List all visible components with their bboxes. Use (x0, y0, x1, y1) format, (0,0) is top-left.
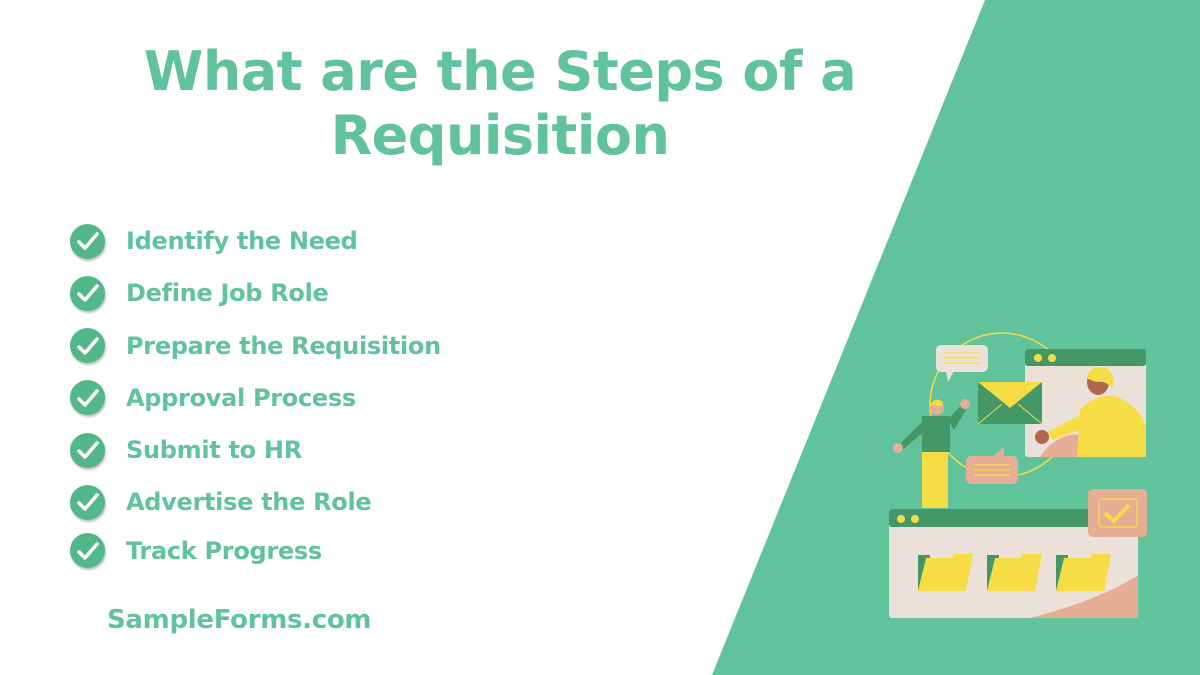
video-call-window (1025, 349, 1146, 457)
title-line-1: What are the Steps of a (143, 40, 857, 103)
person-figure (893, 399, 970, 508)
check-circle-icon (70, 533, 105, 569)
list-item: Advertise the Role (70, 482, 441, 522)
folder-icon (1056, 554, 1111, 591)
steps-list: Identify the Need Define Job Role Prepar… (70, 221, 441, 583)
list-item: Prepare the Requisition (70, 326, 441, 366)
page-title: What are the Steps of a Requisition (60, 40, 940, 168)
file-browser-window (889, 509, 1138, 618)
folder-icon (987, 554, 1042, 591)
check-circle-icon (70, 275, 105, 311)
speech-bubble-icon (936, 345, 988, 382)
speech-bubble-icon (966, 447, 1018, 484)
step-label: Approval Process (126, 383, 356, 412)
check-circle-icon (70, 223, 105, 259)
list-item: Approval Process (70, 378, 441, 418)
list-item: Submit to HR (70, 430, 441, 470)
check-circle-icon (70, 484, 105, 520)
step-label: Identify the Need (126, 227, 358, 255)
step-label: Submit to HR (126, 436, 302, 465)
step-label: Define Job Role (126, 279, 329, 308)
checkbox-badge-icon (1088, 489, 1147, 537)
list-item: Identify the Need (70, 221, 441, 261)
brand-logo-text: SampleForms.com (107, 605, 372, 635)
communication-illustration (889, 332, 1147, 618)
check-circle-icon (70, 432, 105, 468)
step-label: Track Progress (126, 536, 322, 565)
check-circle-icon (70, 380, 105, 416)
step-label: Advertise the Role (126, 488, 372, 517)
check-circle-icon (70, 328, 105, 364)
list-item: Track Progress (70, 531, 441, 571)
title-line-2: Requisition (330, 104, 670, 167)
list-item: Define Job Role (70, 273, 441, 313)
envelope-icon (977, 382, 1043, 425)
folder-icon (918, 554, 973, 591)
step-label: Prepare the Requisition (126, 331, 441, 360)
